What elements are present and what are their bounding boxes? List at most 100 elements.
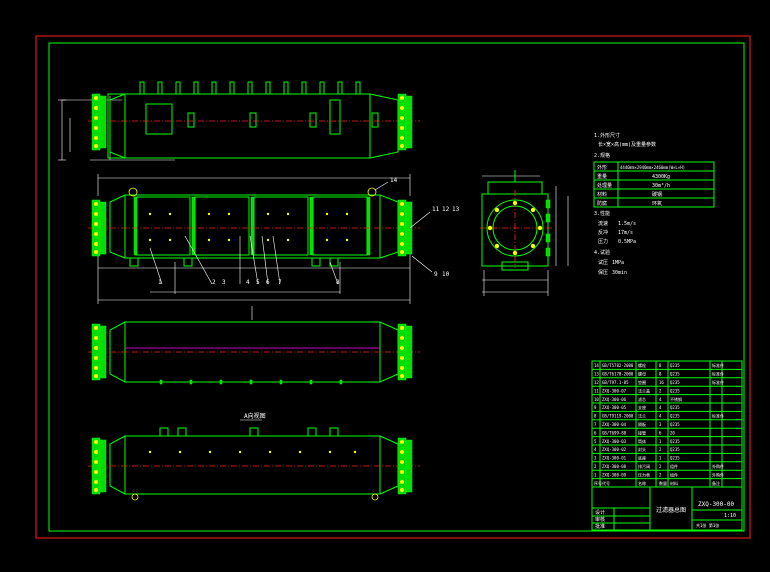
drawing-scale: 1:10	[724, 513, 736, 519]
bom-cell-mat: Q235	[670, 422, 680, 427]
perf-value: 0.5MPa	[618, 239, 636, 245]
bom-header-cell: 序号	[594, 480, 602, 486]
bom-cell-mat: Q235	[670, 380, 680, 385]
bom-cell-code: ZXQ-300-02	[602, 447, 627, 452]
bom-cell-note: 标准件	[712, 362, 724, 368]
bom-cell-name: 螺栓	[638, 362, 646, 368]
title-block-designer: 设计	[595, 509, 605, 516]
bom-cell-code: ZXQ-300-08	[602, 464, 627, 469]
bom-cell-mat: Q235	[670, 447, 680, 452]
spec-value: 环氧	[652, 200, 662, 207]
perf-label: 压力	[598, 238, 608, 245]
bom-cell-code: GB/T5782-2000	[602, 363, 634, 368]
bom-cell-code: ZXQ-300-04	[602, 422, 627, 427]
callout-4: 4	[246, 279, 250, 286]
bom-cell-qty: 6	[659, 430, 662, 435]
title-block-checker: 审核	[595, 516, 605, 523]
test-value: 30min	[612, 270, 627, 276]
notes-heading-3: 3.性能	[594, 210, 610, 217]
notes-heading-4: 4.试验	[594, 249, 610, 256]
bom-cell-mat: Q235	[670, 456, 680, 461]
bom-cell-code: GB/T97.1-85	[602, 380, 629, 385]
spec-label: 外形	[597, 164, 607, 171]
bom-cell-code: ZXQ-300-01	[602, 456, 627, 461]
bom-cell-no: 2	[594, 464, 597, 469]
view-front-section: 1 2 3 4 5 6 7 8 9 10 11 12 13 14	[88, 174, 460, 304]
drawing-number: ZXQ-300-00	[698, 501, 735, 508]
bom-cell-note: 标准件	[712, 379, 724, 385]
bom-cell-no: 6	[594, 430, 597, 435]
bom-cell-name: 法兰盖	[638, 387, 650, 393]
bom-cell-name: 排污阀	[638, 463, 650, 469]
spec-value: 碳钢	[652, 191, 662, 198]
bom-cell-qty: 3	[659, 422, 662, 427]
test-label: 保压	[598, 269, 608, 276]
callout-11: 11	[432, 206, 440, 213]
spec-label: 材料	[597, 191, 607, 198]
bom-cell-mat: Q235	[670, 405, 680, 410]
spec-value: 4440mm×2940mm×2460mm(W×L×H)	[620, 165, 685, 170]
bom-cell-qty: 2	[659, 447, 662, 452]
bom-header-cell: 代号	[602, 480, 610, 486]
spec-value: 30m³/h	[652, 183, 670, 189]
bom-cell-qty: 4	[659, 397, 662, 402]
perf-value: 17m/s	[618, 230, 633, 236]
callout-14: 14	[390, 177, 398, 184]
bom-cell-name: 封头	[638, 446, 646, 452]
bom-cell-code: ZXQ-300-09	[602, 472, 627, 477]
perf-label: 流速	[598, 220, 608, 227]
bom-cell-no: 5	[594, 439, 597, 444]
spec-table: 外形 4440mm×2940mm×2460mm(W×L×H) 重量 4300Kg…	[593, 161, 715, 208]
bom-cell-qty: 4	[659, 414, 662, 419]
bom-cell-mat: Q235	[670, 388, 680, 393]
bom-cell-code: ZXQ-300-07	[602, 388, 627, 393]
bom-cell-name: 垫圈	[638, 379, 646, 385]
callout-1: 1	[158, 279, 162, 286]
bom-cell-no: 9	[594, 405, 597, 410]
view-end	[480, 170, 569, 296]
bom-cell-name: 法兰	[638, 413, 646, 419]
perf-label: 反冲	[598, 229, 608, 236]
bom-cell-no: 12	[594, 380, 599, 385]
callout-2: 2	[212, 279, 216, 286]
bom-cell-note: 标准件	[712, 413, 724, 419]
bom-cell-code: GB/T9119-2000	[602, 414, 634, 419]
test-label: 试压	[598, 259, 608, 266]
bom-cell-note: 外购件	[712, 471, 724, 477]
bom-cell-code: GB/T699-88	[602, 430, 627, 435]
spec-value: 4300Kg	[652, 174, 670, 180]
bom-cell-no: 4	[594, 447, 597, 452]
notes-heading-2: 2.规格	[594, 152, 610, 159]
bom-cell-no: 7	[594, 422, 597, 427]
bom-cell-no: 10	[594, 397, 599, 402]
bom-cell-mat: Q235	[670, 372, 680, 377]
bom-cell-name: 底座	[638, 455, 646, 461]
inner-frame	[48, 42, 745, 532]
bom-cell-qty: 1	[659, 456, 662, 461]
spec-label: 重量	[597, 173, 607, 180]
callout-6: 6	[266, 279, 270, 286]
bom-cell-no: 1	[594, 472, 597, 477]
bom-cell-code: ZXQ-300-03	[602, 439, 627, 444]
bom-cell-name: 压力表	[638, 471, 650, 477]
notes-heading-1: 1.外形尺寸	[594, 132, 620, 139]
bom-cell-code: GB/T6170-2000	[602, 372, 634, 377]
bom-header-cell: 备注	[712, 480, 720, 486]
technical-notes: 1.外形尺寸 长×宽×高(mm)及重量参数 2.规格 外形 4440mm×294…	[593, 132, 715, 276]
outer-frame	[35, 35, 751, 539]
bom-cell-mat: 20	[670, 430, 675, 435]
spec-label: 处理量	[597, 182, 612, 189]
bom-cell-qty: 2	[659, 464, 662, 469]
title-block-approver: 批准	[595, 523, 605, 530]
bom-cell-no: 8	[594, 414, 597, 419]
view-plan	[88, 306, 420, 385]
bom-cell-mat: 组件	[670, 471, 678, 477]
bom-cell-qty: 16	[659, 380, 664, 385]
perf-value: 1.5m/s	[618, 221, 636, 227]
bom-cell-mat: Q235	[670, 439, 680, 444]
bom-cell-name: 隔板	[638, 421, 646, 427]
bom-cell-code: ZXQ-300-05	[602, 405, 627, 410]
callout-10: 10	[442, 271, 450, 278]
bom-cell-note: 标准件	[712, 371, 724, 377]
sheet-count: 共1张 第1张	[696, 522, 719, 528]
